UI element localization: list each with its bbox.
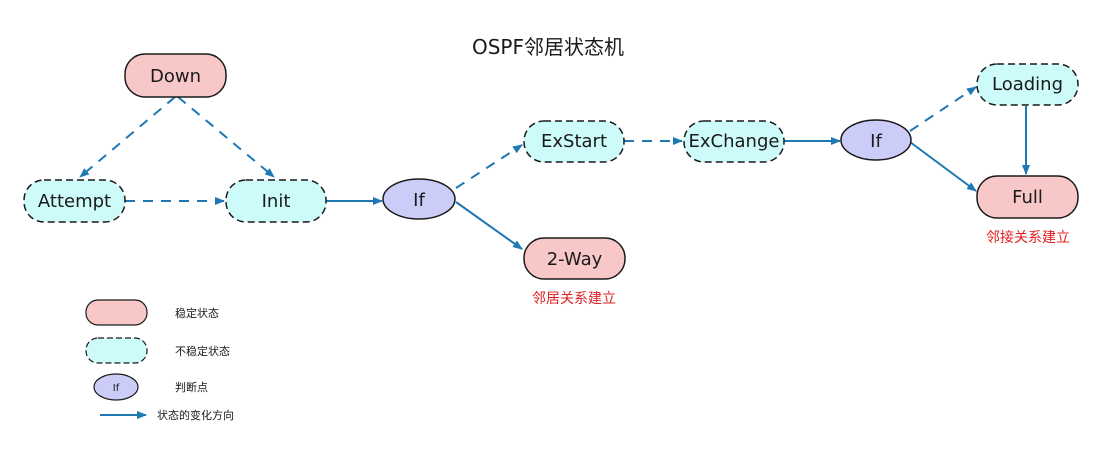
legend-stable-label: 稳定状态 [175, 306, 219, 320]
node-twoway: 2-Way [523, 237, 626, 280]
node-full: Full [976, 175, 1079, 219]
twoway-annotation: 邻居关系建立 [532, 291, 616, 307]
node-exstart: ExStart [523, 120, 625, 163]
legend-decision-label: 判断点 [175, 380, 208, 394]
edge-if-full [909, 141, 977, 192]
edge-if-twoway [455, 201, 523, 250]
node-init: Init [225, 179, 327, 223]
legend-arrow: 状态的变化方向 [100, 408, 234, 422]
node-down-label: Down [150, 66, 201, 87]
node-twoway-label: 2-Way [547, 249, 603, 270]
edge-if-loading [909, 86, 977, 132]
node-exchange: ExChange [683, 120, 785, 163]
legend-stable: 稳定状态 [85, 299, 219, 326]
node-if-2-label: If [870, 131, 882, 152]
node-loading-label: Loading [992, 74, 1063, 95]
node-exstart-label: ExStart [541, 131, 607, 152]
node-full-label: Full [1012, 187, 1043, 208]
node-down: Down [124, 53, 227, 98]
legend-unstable-label: 不稳定状态 [175, 344, 230, 358]
legend-unstable: 不稳定状态 [85, 337, 230, 364]
node-init-label: Init [262, 191, 291, 212]
edge-down-init [177, 96, 275, 178]
node-attempt-label: Attempt [38, 191, 111, 212]
legend-arrow-label: 状态的变化方向 [157, 408, 234, 422]
edge-if-exstart [455, 144, 523, 189]
legend-decision-sample: If [113, 383, 120, 394]
node-loading: Loading [976, 63, 1079, 106]
diagram-title: OSPF邻居状态机 [472, 35, 624, 59]
legend-decision: If 判断点 [93, 373, 208, 401]
node-exchange-label: ExChange [689, 131, 780, 152]
node-if-1-label: If [413, 190, 425, 211]
node-if-1: If [382, 178, 456, 220]
node-if-2: If [840, 119, 912, 161]
full-annotation: 邻接关系建立 [986, 229, 1070, 246]
edge-down-attempt [79, 96, 176, 178]
legend: 稳定状态 不稳定状态 If 判断点 状态的变化方向 [85, 299, 234, 422]
node-attempt: Attempt [23, 179, 126, 223]
